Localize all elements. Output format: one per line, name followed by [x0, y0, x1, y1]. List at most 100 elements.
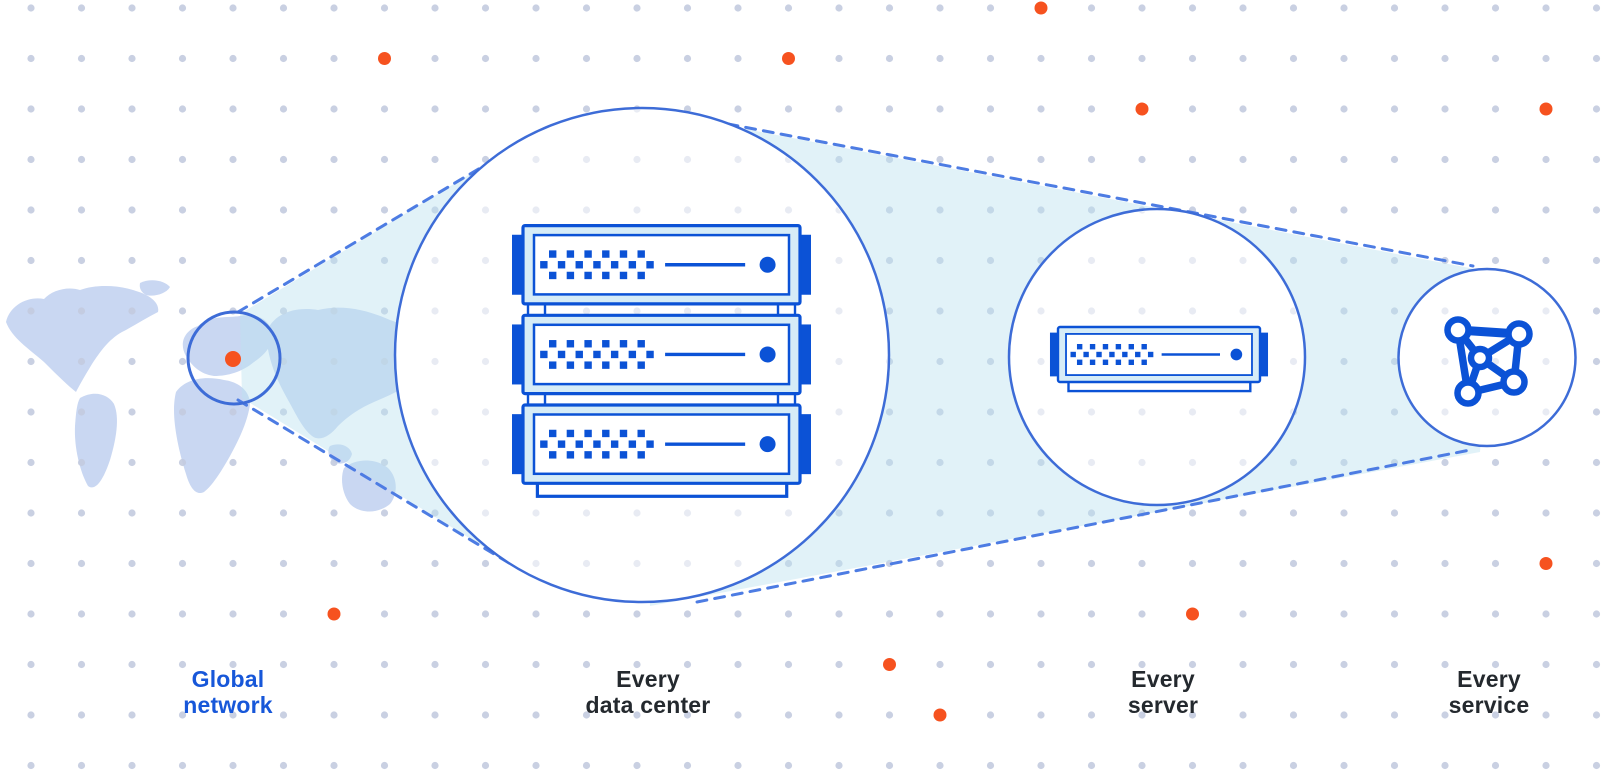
vent-square	[619, 451, 628, 459]
vent-square	[566, 340, 575, 348]
grid-dot	[835, 408, 843, 416]
vent-square	[566, 451, 575, 459]
grid-dot	[1037, 155, 1045, 164]
grid-dot	[532, 4, 540, 12]
grid-dot	[380, 307, 389, 315]
grid-dot	[1239, 610, 1247, 618]
grid-dot	[1138, 54, 1146, 63]
grid-dot	[936, 155, 944, 164]
grid-dot	[178, 105, 187, 113]
grid-dot	[532, 711, 540, 719]
dashed-line-datacenter-to-service-top	[726, 122, 1475, 268]
server-panel	[532, 323, 791, 386]
vent-square	[540, 261, 548, 269]
grid-dot	[178, 408, 187, 416]
grid-dot	[128, 761, 136, 770]
grid-dot	[1087, 660, 1096, 669]
zoom-circle-every-data-center	[393, 106, 891, 604]
grid-dot	[77, 206, 86, 214]
label-global-network: Global network	[183, 666, 273, 718]
vent-square	[557, 261, 566, 269]
grid-dot	[380, 408, 389, 416]
grid-dot	[178, 206, 187, 214]
grid-dot	[1340, 307, 1348, 315]
grid-dot	[986, 458, 995, 467]
grid-dot	[986, 54, 995, 63]
grid-dot	[835, 660, 843, 669]
grid-dot	[1542, 610, 1550, 618]
grid-dot	[1087, 559, 1096, 568]
grid-dot	[481, 408, 490, 416]
grid-dot	[1390, 711, 1399, 719]
grid-dot	[683, 4, 692, 12]
grid-dot	[178, 660, 187, 669]
grid-dot	[1390, 660, 1399, 669]
grid-dot	[27, 509, 35, 517]
grid-dot	[734, 711, 742, 719]
server-led	[759, 436, 776, 453]
grid-dot	[986, 408, 995, 416]
grid-dot	[178, 711, 187, 719]
grid-dot	[1138, 307, 1146, 315]
vent-square	[619, 429, 628, 438]
grid-dot	[431, 357, 439, 366]
grid-dot	[431, 408, 439, 416]
grid-dot	[1390, 155, 1399, 164]
grid-dot	[1138, 408, 1146, 416]
grid-dot	[683, 559, 692, 568]
grid-dot	[986, 155, 995, 164]
grid-dot	[1289, 660, 1298, 669]
grid-dot	[128, 408, 136, 416]
grid-dot	[77, 4, 86, 12]
grid-dot	[77, 711, 86, 719]
grid-dot	[330, 357, 338, 366]
grid-dot	[178, 761, 187, 770]
grid-dot	[582, 660, 591, 669]
vent-square	[1141, 343, 1147, 350]
grid-dot	[1289, 458, 1298, 467]
vent-square	[1076, 359, 1083, 366]
accent-dot	[933, 708, 947, 722]
vent-square	[1128, 343, 1134, 350]
grid-dot	[229, 711, 237, 719]
grid-dot	[330, 761, 338, 770]
grid-dot	[128, 559, 136, 568]
grid-dot	[1037, 408, 1045, 416]
server-panel	[532, 413, 791, 476]
zoom-circle-every-service	[1397, 267, 1577, 448]
grid-dot	[633, 761, 641, 770]
grid-dot	[1239, 408, 1247, 416]
grid-dot	[1188, 105, 1197, 113]
grid-dot	[1340, 54, 1348, 63]
grid-dot	[330, 155, 338, 164]
grid-dot	[1037, 206, 1045, 214]
grid-dot	[330, 307, 338, 315]
grid-dot	[532, 660, 540, 669]
grid-dot	[481, 54, 490, 63]
grid-dot	[582, 610, 591, 618]
grid-dot	[481, 256, 490, 265]
label-every-server: Every server	[1128, 666, 1198, 718]
vent-square	[637, 271, 645, 280]
grid-dot	[279, 408, 288, 416]
grid-dot	[1087, 509, 1096, 517]
grid-dot	[1087, 307, 1096, 315]
grid-dot	[835, 711, 843, 719]
grid-dot	[27, 155, 35, 164]
grid-dot	[582, 307, 591, 315]
grid-dot	[1289, 54, 1298, 63]
grid-dot	[936, 408, 944, 416]
vent-square	[1102, 343, 1109, 350]
grid-dot	[633, 559, 641, 568]
grid-dot	[885, 509, 894, 517]
grid-dot	[1491, 54, 1500, 63]
grid-dot	[885, 54, 894, 63]
grid-dot	[1592, 660, 1601, 669]
grid-dot	[178, 610, 187, 618]
grid-dot	[1491, 559, 1500, 568]
grid-dot	[1390, 509, 1399, 517]
grid-dot	[734, 610, 742, 618]
grid-dot	[835, 610, 843, 618]
grid-dot	[1188, 54, 1197, 63]
